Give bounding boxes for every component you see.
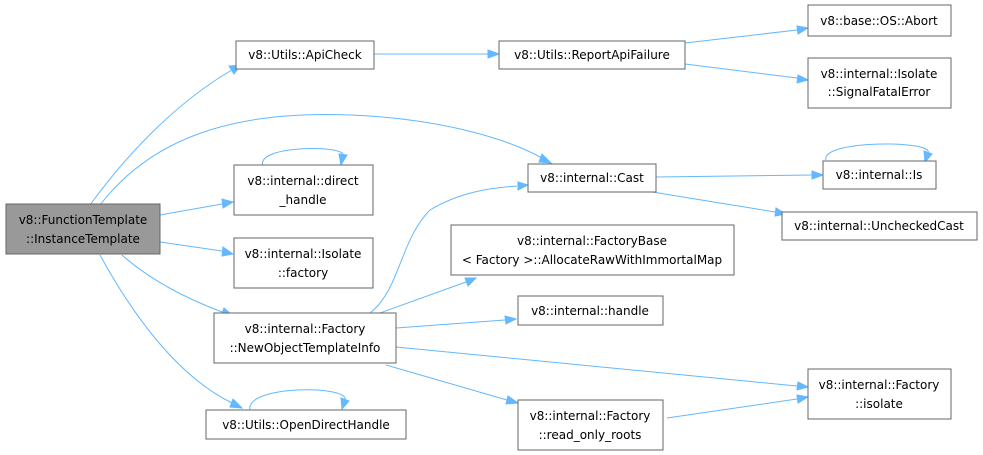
node-internal-unchecked-cast[interactable]: v8::internal::UncheckedCast [781, 211, 978, 241]
edge-newobj-cast [369, 185, 518, 314]
arrow-report-signal [796, 74, 810, 84]
edges [89, 25, 933, 419]
edge-newobj-fisolate [395, 346, 798, 387]
node-utils-apicheck[interactable]: v8::Utils::ApiCheck [235, 40, 375, 70]
arrow-root-factory [221, 246, 235, 257]
arrow-newobj-handle [504, 315, 518, 325]
node-internal-handle[interactable]: v8::internal::handle [517, 295, 664, 326]
node-label-line: v8::internal::Is [836, 168, 923, 182]
node-label-line: v8::Utils::ReportApiFailure [514, 48, 670, 62]
node-factory-base-allocate-raw[interactable]: v8::internal::FactoryBase < Factory >::A… [450, 224, 735, 276]
node-utils-open-direct-handle[interactable]: v8::Utils::OpenDirectHandle [205, 409, 407, 440]
node-label-line: _handle [279, 193, 327, 207]
node-label-line: v8::Utils::OpenDirectHandle [222, 418, 390, 432]
edge-newobj-handle [395, 319, 506, 329]
node-internal-is[interactable]: v8::internal::Is [822, 160, 937, 190]
edge-root-newobj [121, 254, 223, 313]
arrow-cast-is [811, 170, 825, 180]
edge-report-abort [684, 29, 798, 44]
edge-root-cast [99, 113, 543, 206]
node-base-os-abort[interactable]: v8::base::OS::Abort [807, 4, 952, 37]
node-label-line: v8::internal::FactoryBase [517, 234, 667, 248]
node-isolate-signal-fatal-error[interactable]: v8::internal::Isolate ::SignalFatalError [807, 57, 952, 109]
node-label-line: v8::internal::Isolate [821, 67, 938, 81]
edge-cast-unchecked [639, 189, 776, 213]
node-function-template-instance-template[interactable]: v8::FunctionTemplate ::InstanceTemplate [5, 203, 161, 255]
arrow-root-cast [538, 153, 553, 164]
node-label-line: v8::internal::Factory [245, 322, 366, 336]
arrow-report-abort [796, 25, 810, 35]
edge-report-signal [684, 63, 798, 79]
node-internal-cast[interactable]: v8::internal::Cast [527, 163, 657, 193]
arrow-newobj-fisolate [796, 381, 810, 391]
arrow-readonly-fisolate [796, 394, 810, 404]
edge-readonly-fisolate [666, 398, 798, 419]
edge-root-factory [159, 241, 223, 252]
node-label-line: v8::internal::Cast [540, 171, 644, 185]
node-label-line: v8::internal::direct [247, 174, 359, 188]
node-label-line: v8::internal::Isolate [245, 247, 362, 261]
node-label-line: ::NewObjectTemplateInfo [230, 341, 381, 355]
node-label-line: v8::internal::UncheckedCast [794, 219, 964, 233]
node-label-line: ::InstanceTemplate [26, 232, 140, 246]
node-label-line: < Factory >::AllocateRawWithImmortalMap [462, 253, 722, 267]
node-label-line: v8::FunctionTemplate [19, 213, 148, 227]
edge-opendirect-self [249, 389, 346, 411]
node-factory-new-object-template-info[interactable]: v8::internal::Factory ::NewObjectTemplat… [213, 312, 397, 364]
edge-direct-self [262, 148, 344, 167]
arrow-newobj-cast [517, 181, 530, 191]
edge-cast-is [655, 174, 813, 178]
edge-is-self [825, 143, 929, 161]
node-factory-read-only-roots[interactable]: v8::internal::Factory ::read_only_roots [517, 399, 664, 451]
arrow-apicheck-report [487, 49, 501, 59]
arrow-newobj-allocate [464, 277, 478, 287]
node-label-line: v8::internal::handle [531, 304, 649, 318]
arrow-is-self [923, 150, 933, 164]
arrow-root-opendirect [229, 398, 244, 409]
node-isolate-factory[interactable]: v8::internal::Isolate ::factory [233, 237, 374, 289]
node-label-line: ::factory [278, 266, 328, 280]
node-label-line: v8::internal::Factory [530, 409, 651, 423]
node-label-line: ::SignalFatalError [828, 85, 931, 99]
node-internal-direct-handle[interactable]: v8::internal::direct _handle [233, 164, 374, 216]
edge-root-apicheck [89, 69, 233, 206]
edge-newobj-allocate [379, 281, 467, 314]
arrow-opendirect-self [340, 397, 350, 411]
edge-newobj-readonly [385, 364, 508, 401]
arrow-direct-self [338, 153, 348, 167]
node-factory-isolate[interactable]: v8::internal::Factory ::isolate [807, 368, 952, 420]
edge-root-direct [159, 203, 223, 216]
arrow-root-direct [221, 198, 235, 209]
node-label-line: v8::internal::Factory [819, 378, 940, 392]
node-label-line: ::isolate [855, 397, 903, 411]
node-label-line: v8::Utils::ApiCheck [248, 48, 361, 62]
edge-root-opendirect [99, 254, 233, 404]
node-label-line: ::read_only_roots [539, 428, 642, 442]
node-label-line: v8::base::OS::Abort [820, 14, 938, 28]
node-utils-report-api-failure[interactable]: v8::Utils::ReportApiFailure [498, 40, 686, 70]
arrow-newobj-readonly [505, 395, 520, 405]
